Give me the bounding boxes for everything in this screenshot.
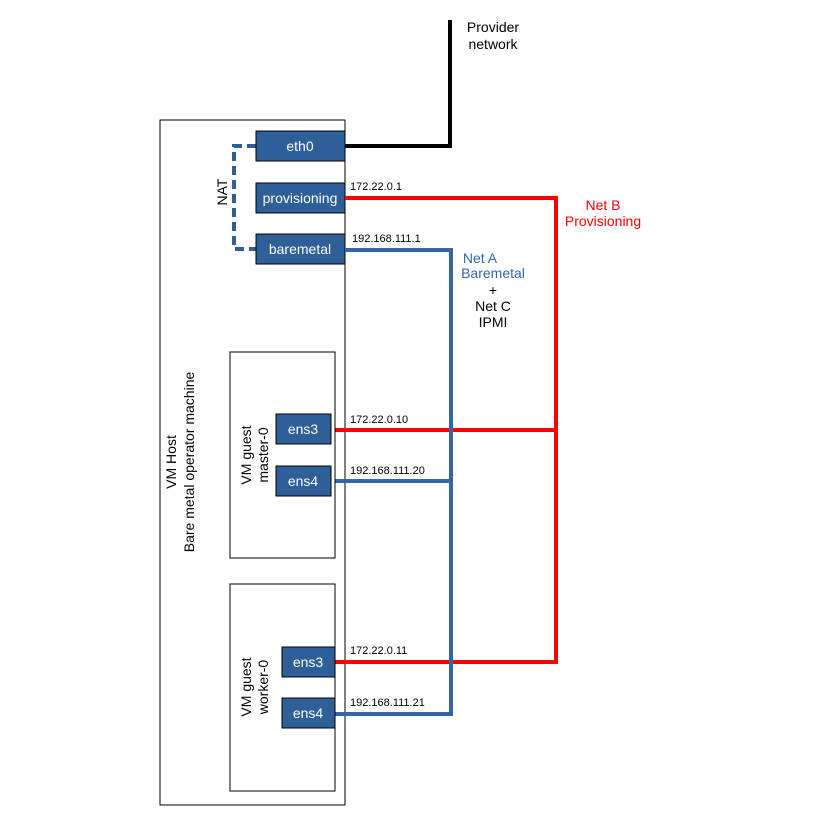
net-b-label-line2: Provisioning	[565, 213, 641, 229]
net-c-label-line2: IPMI	[479, 314, 508, 330]
net-a-label-line2: Baremetal	[461, 265, 525, 281]
provider-network-link	[345, 20, 452, 148]
baremetal-ip: 192.168.111.1	[352, 233, 421, 245]
worker-0-ens3-label: ens3	[293, 654, 324, 670]
net-a-label-plus: +	[489, 282, 497, 298]
provider-network-label-line1: Provider	[467, 19, 519, 35]
net-b-provisioning-line	[331, 196, 558, 664]
nat-link	[232, 144, 256, 251]
worker-0-ens4-interface	[281, 697, 336, 729]
master-0-ens4-label: ens4	[288, 473, 319, 489]
net-b-label-line1: Net B	[585, 197, 620, 213]
vm-host-label-line1: VM Host	[163, 435, 179, 489]
nat-label: NAT	[214, 178, 230, 205]
provider-network-label-line2: network	[468, 36, 518, 52]
eth0-interface	[255, 130, 346, 162]
vm-host-label-line2: Bare metal operator machine	[181, 372, 197, 553]
worker-ens4-ip: 192.168.111.21	[350, 697, 425, 709]
worker-0-guest-box	[229, 583, 336, 792]
eth0-interface-label: eth0	[286, 138, 313, 154]
master-0-label-line2: master-0	[255, 427, 271, 482]
baremetal-interface-label: baremetal	[269, 241, 331, 257]
net-c-label-line1: Net C	[475, 298, 511, 314]
provisioning-interface-label: provisioning	[263, 190, 338, 206]
master-ens3-ip: 172.22.0.10	[350, 414, 408, 426]
worker-0-label-line2: worker-0	[255, 660, 271, 716]
master-0-label-line1: VM guest	[238, 425, 254, 484]
baremetal-interface	[255, 233, 346, 265]
worker-0-label-line1: VM guest	[238, 657, 254, 716]
net-a-baremetal-line	[331, 248, 453, 716]
master-ens4-ip: 192.168.111.20	[350, 465, 425, 477]
master-0-ens4-interface	[275, 465, 332, 497]
worker-0-ens4-label: ens4	[293, 705, 324, 721]
worker-ens3-ip: 172.22.0.11	[350, 645, 407, 657]
master-0-guest-box	[229, 351, 336, 559]
master-0-ens3-label: ens3	[288, 421, 319, 437]
master-0-ens3-interface	[275, 413, 332, 445]
net-a-label-line1: Net A	[463, 250, 498, 266]
worker-0-ens3-interface	[281, 646, 336, 678]
provisioning-ip: 172.22.0.1	[350, 181, 402, 193]
